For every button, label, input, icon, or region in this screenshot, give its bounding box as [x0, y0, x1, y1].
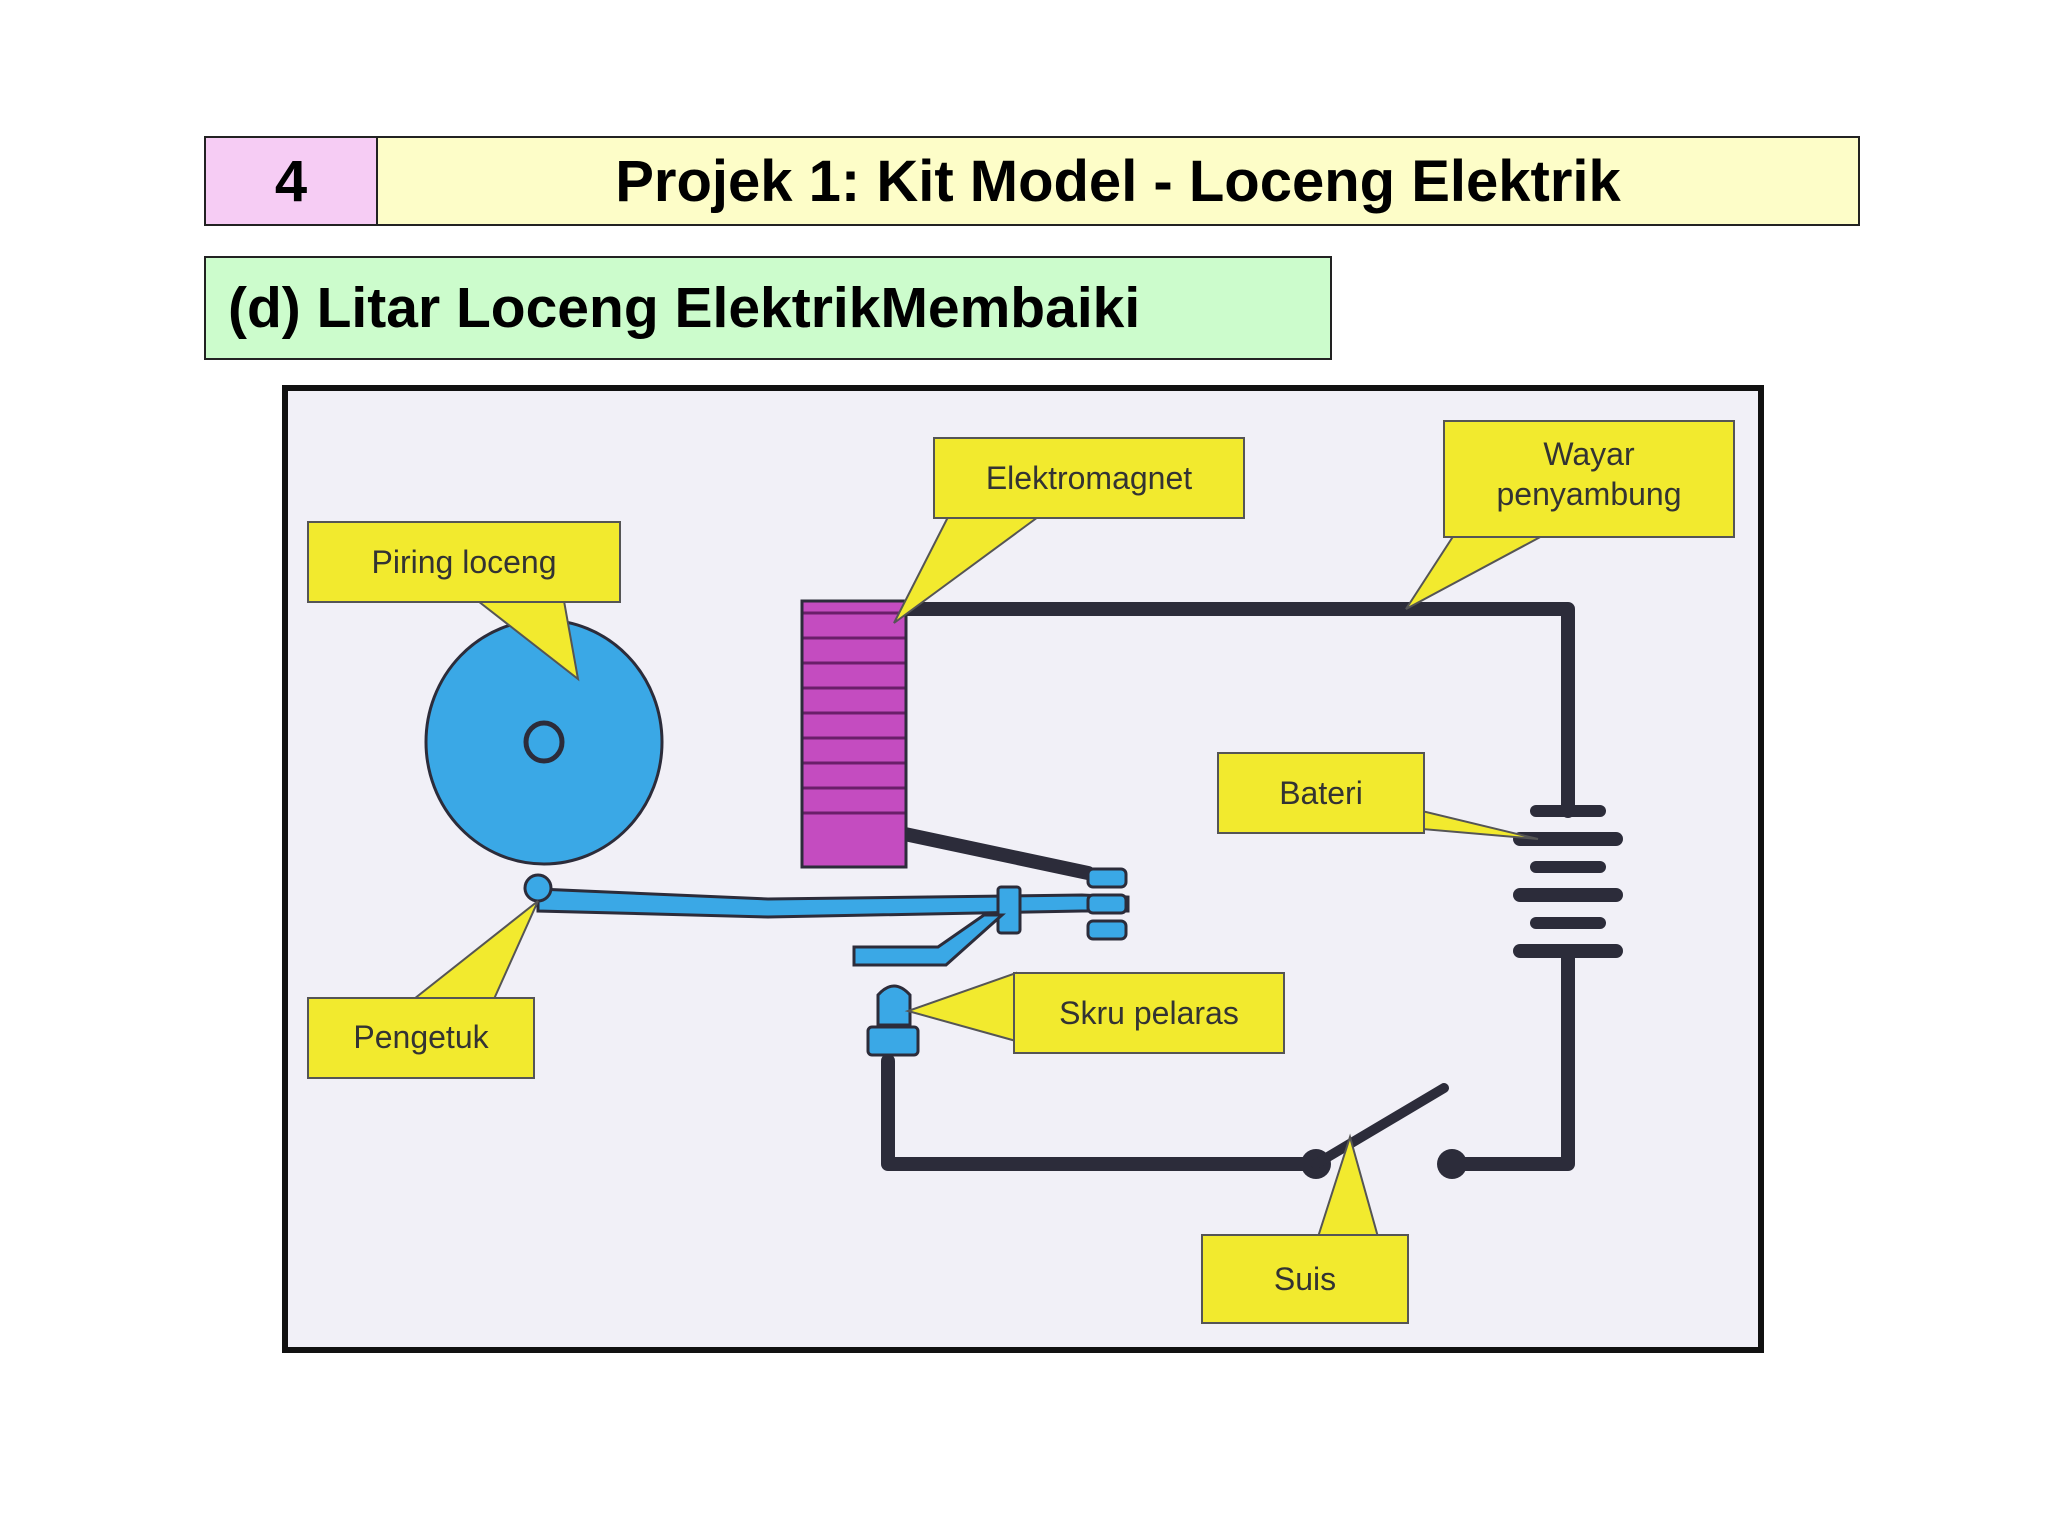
label-skru-pelaras: Skru pelaras	[1059, 995, 1239, 1031]
label-penyambung: penyambung	[1496, 476, 1681, 512]
title-bar: 4 Projek 1: Kit Model - Loceng Elektrik	[204, 136, 1860, 226]
callout-elektromagnet: Elektromagnet	[893, 437, 1245, 624]
right-wire	[1445, 944, 1575, 1171]
callout-skru-pelaras: Skru pelaras	[904, 971, 1285, 1054]
top-wire	[893, 602, 1575, 818]
battery-symbol	[1513, 805, 1623, 958]
section-subtitle: (d) Litar Loceng ElektrikMembaiki	[204, 256, 1332, 360]
label-suis: Suis	[1274, 1261, 1336, 1297]
switch-symbol	[1301, 1083, 1467, 1179]
label-wayar: Wayar	[1543, 436, 1635, 472]
callout-wayar-penyambung: Wayar penyambung	[1405, 420, 1735, 610]
callout-suis: Suis	[1201, 1133, 1409, 1324]
bottom-wire	[881, 1054, 1323, 1171]
callout-bateri: Bateri	[1217, 752, 1539, 840]
bell-gong	[424, 618, 664, 866]
label-elektromagnet: Elektromagnet	[986, 460, 1192, 496]
armature-spring	[893, 826, 1095, 880]
label-bateri: Bateri	[1279, 775, 1363, 811]
slide-title: Projek 1: Kit Model - Loceng Elektrik	[378, 138, 1858, 224]
label-piring-loceng: Piring loceng	[372, 544, 557, 580]
electric-bell-diagram: Elektromagnet Wayar penyambung Piring lo…	[307, 420, 1735, 1324]
striker-mechanism	[523, 867, 1130, 1057]
callout-piring-loceng: Piring loceng	[307, 521, 621, 682]
electromagnet-coil	[800, 599, 908, 869]
slide-number: 4	[206, 138, 378, 224]
label-pengetuk: Pengetuk	[353, 1019, 489, 1055]
diagram-frame: Elektromagnet Wayar penyambung Piring lo…	[282, 385, 1764, 1353]
circuit-wire	[881, 602, 1575, 1171]
callout-pengetuk: Pengetuk	[307, 900, 539, 1079]
